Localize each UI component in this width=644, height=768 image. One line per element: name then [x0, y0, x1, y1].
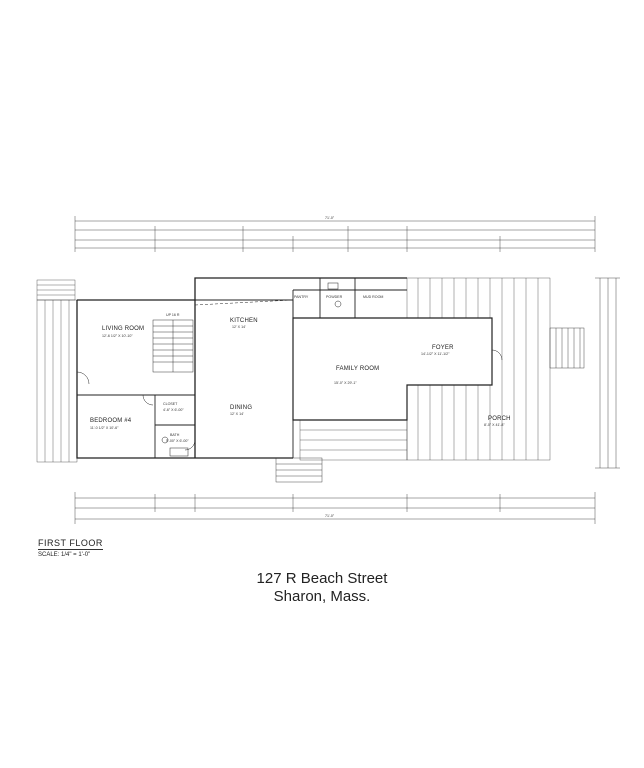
bath-label: BATH [170, 433, 180, 437]
stair-note: UP 16 R [166, 313, 180, 317]
powder-label: POWDER [326, 295, 343, 299]
closet-size: 4'-6" X 6'-00" [163, 408, 184, 412]
dining-size: 12' X 14' [230, 412, 244, 416]
porch-label: PORCH [488, 416, 511, 422]
floor-plan: LIVING ROOM 12'-6 1/2" X 10'-10" BEDROOM… [36, 216, 620, 524]
family-room-size: 15'-0" X 29'-1" [334, 381, 357, 385]
family-room-walls [292, 317, 493, 421]
overall-dimension-bottom: 71'-0" [325, 514, 335, 518]
bottom-steps [275, 457, 323, 483]
top-dimension-lines [74, 216, 596, 252]
fixtures [161, 282, 342, 457]
interior-walls [77, 278, 407, 458]
overall-dimension: 71'-0" [325, 216, 335, 220]
interior-stairs [152, 319, 194, 373]
bottom-dimension-lines [74, 492, 596, 524]
bedroom-size: 11'-0 1/2" X 10'-6" [90, 426, 119, 430]
pantry-label: PANTRY [294, 295, 309, 299]
bath-size: 5'-00" X 6'-00" [166, 439, 189, 443]
dining-label: DINING [230, 405, 252, 411]
address-line: 127 R Beach Street [256, 570, 388, 587]
living-room-label: LIVING ROOM [102, 326, 144, 332]
title-block: FIRST FLOOR SCALE: 1/4" = 1'-0" [38, 533, 103, 558]
doors [76, 349, 503, 451]
exterior-walls [76, 277, 407, 459]
living-room-size: 12'-6 1/2" X 10'-10" [102, 334, 133, 338]
floor-name: FIRST FLOOR [38, 538, 103, 550]
foyer-label: FOYER [432, 345, 454, 351]
mudroom-label: MUD ROOM [363, 295, 383, 299]
scale-note: SCALE: 1/4" = 1'-0" [38, 552, 91, 558]
bedroom-label: BEDROOM #4 [90, 418, 132, 424]
right-dimension-lines [595, 277, 620, 469]
kitchen-size: 12' X 14' [232, 325, 246, 329]
kitchen-label: KITCHEN [230, 318, 258, 324]
foyer-size: 14'-1/2" X 11'-1/2" [421, 352, 450, 356]
left-deck [36, 279, 78, 463]
city-line: Sharon, Mass. [273, 588, 371, 605]
family-room-label: FAMILY ROOM [336, 366, 379, 372]
porch-size: 8'-0" X 41'-8" [484, 423, 505, 427]
closet-label: CLOSET [163, 402, 178, 406]
right-steps [549, 327, 585, 369]
kitchen-dashed-line [194, 299, 294, 306]
